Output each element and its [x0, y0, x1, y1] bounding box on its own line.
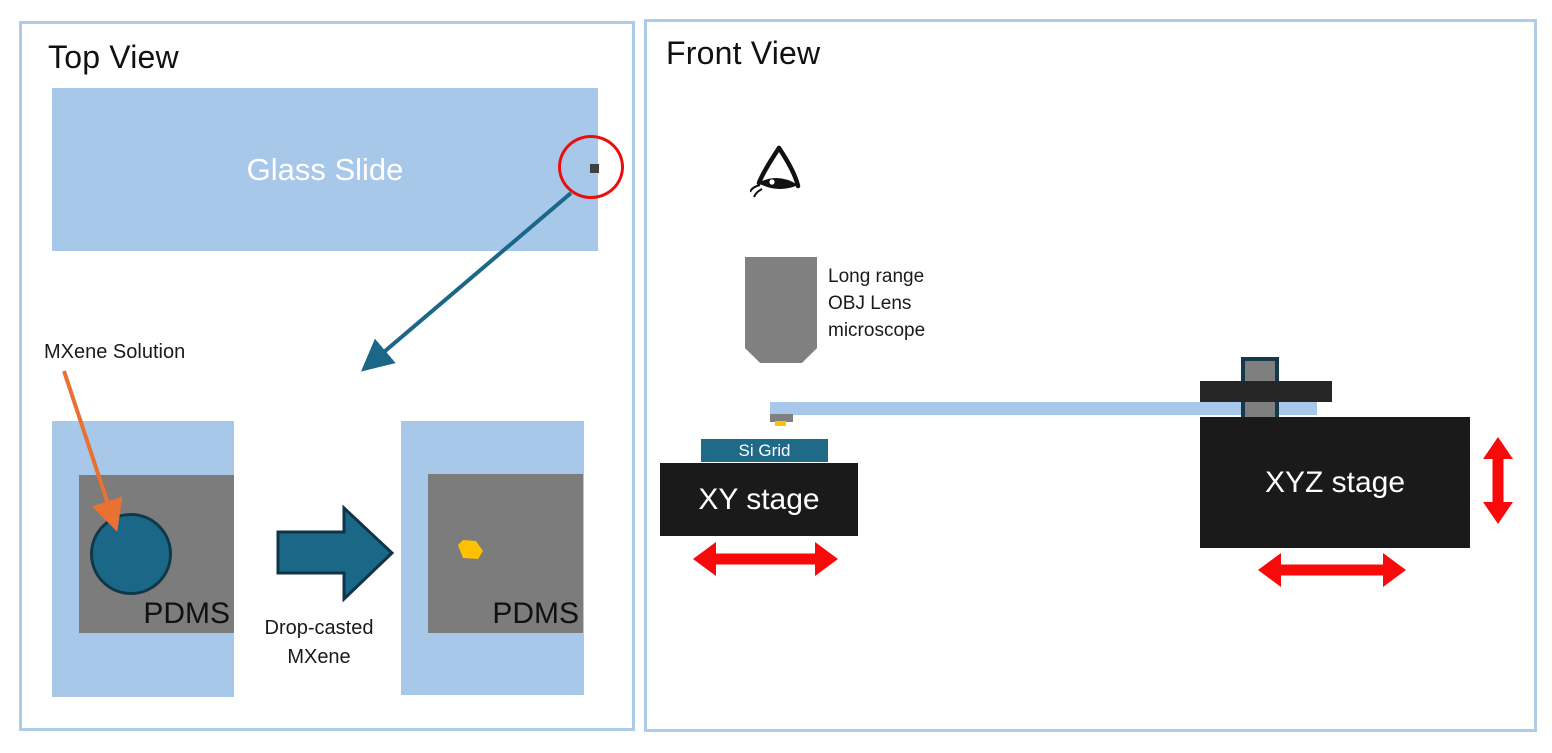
- mxene-droplet: [90, 513, 172, 595]
- zoom-circle-icon: [558, 135, 624, 199]
- top-view-title: Top View: [48, 39, 179, 75]
- xy-stage: XY stage: [660, 463, 858, 536]
- si-grid-label: Si Grid: [738, 440, 791, 460]
- lens-caption-line2: OBJ Lens: [828, 293, 912, 314]
- process-arrow-caption: Drop-casted MXene: [249, 614, 389, 672]
- panel-front-view: Front View: [644, 19, 1537, 732]
- lens-caption: Long range OBJ Lens microscope: [828, 263, 925, 344]
- xyz-stage-label: XYZ stage: [1264, 465, 1406, 499]
- sample-holder: [770, 414, 793, 422]
- process-caption-line1: Drop-casted: [264, 617, 374, 639]
- clamp-bar: [1200, 381, 1332, 402]
- objective-lens: [745, 257, 817, 363]
- glass-slide-bar: [770, 402, 1317, 415]
- lens-caption-line3: microscope: [828, 320, 926, 341]
- front-view-title: Front View: [666, 35, 821, 71]
- glass-slide: Glass Slide: [52, 88, 598, 251]
- mxene-solution-label: MXene Solution: [44, 341, 186, 363]
- sample-flake: [775, 421, 786, 426]
- si-grid: Si Grid: [701, 439, 828, 462]
- pdms-label-1: PDMS: [143, 597, 230, 630]
- xyz-stage: XYZ stage: [1200, 417, 1470, 548]
- pdms-label-2: PDMS: [492, 597, 579, 630]
- lens-caption-line1: Long range: [828, 266, 925, 287]
- mxene-flake-dot: [590, 164, 599, 173]
- process-caption-line2: MXene: [287, 646, 351, 668]
- pdms-block-2: PDMS: [428, 474, 583, 633]
- xy-stage-label: XY stage: [698, 482, 820, 516]
- eye-icon: [749, 145, 808, 201]
- glass-slide-label: Glass Slide: [246, 151, 404, 187]
